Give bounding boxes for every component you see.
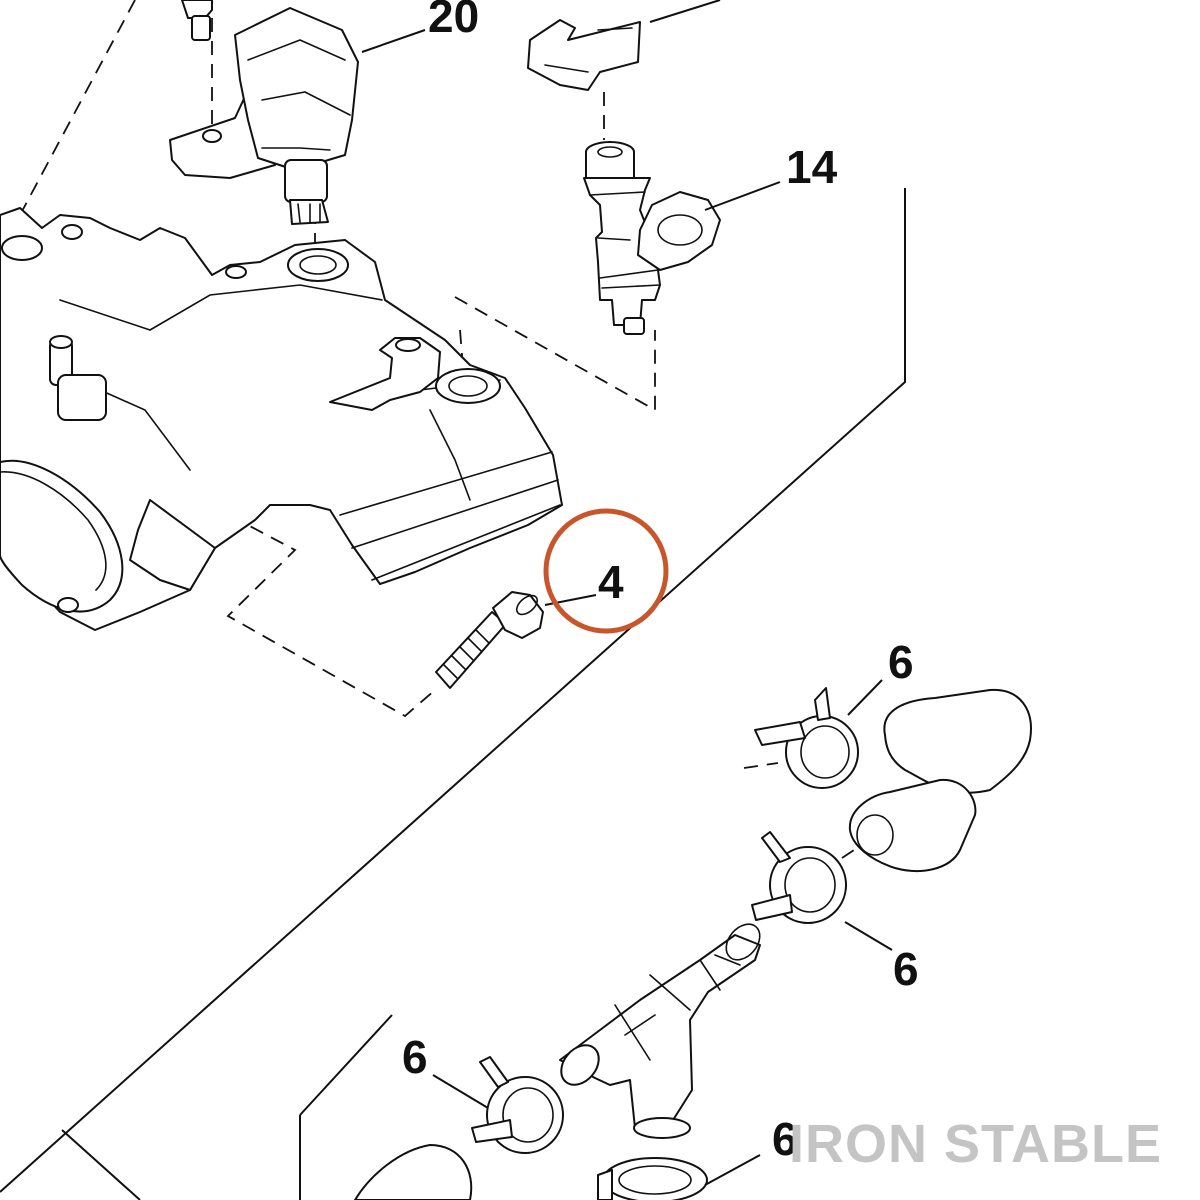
hose-lower xyxy=(848,778,977,872)
watermark-text: IRON STABLE xyxy=(789,1114,1162,1174)
hose-clamp-middle xyxy=(751,831,847,924)
leader-lines xyxy=(361,0,893,1186)
hose-upper xyxy=(883,688,1032,794)
intake-manifold xyxy=(0,207,563,631)
hose-clamp-bottom xyxy=(597,1157,708,1200)
highlight-circle xyxy=(543,508,669,634)
tee-fitting xyxy=(559,923,761,1139)
callout-6-left: 6 xyxy=(402,1031,428,1083)
callout-6-middle: 6 xyxy=(893,943,919,995)
fuel-injector xyxy=(527,19,721,335)
callout-20: 20 xyxy=(428,0,479,42)
callout-6-bottom: 6 xyxy=(772,1113,798,1165)
callout-14: 14 xyxy=(786,141,838,193)
hose-bottom-left xyxy=(354,1144,473,1200)
callout-4: 4 xyxy=(598,556,624,608)
callout-6-top: 6 xyxy=(888,636,914,688)
diagram-frame-lines xyxy=(0,188,906,1200)
map-sensor xyxy=(169,0,359,225)
callout-labels: 20 14 4 6 6 6 6 xyxy=(402,0,919,1165)
bolt-item-4 xyxy=(435,591,544,689)
hose-clamp-top xyxy=(754,687,859,789)
hose-clamp-left xyxy=(471,1056,564,1154)
